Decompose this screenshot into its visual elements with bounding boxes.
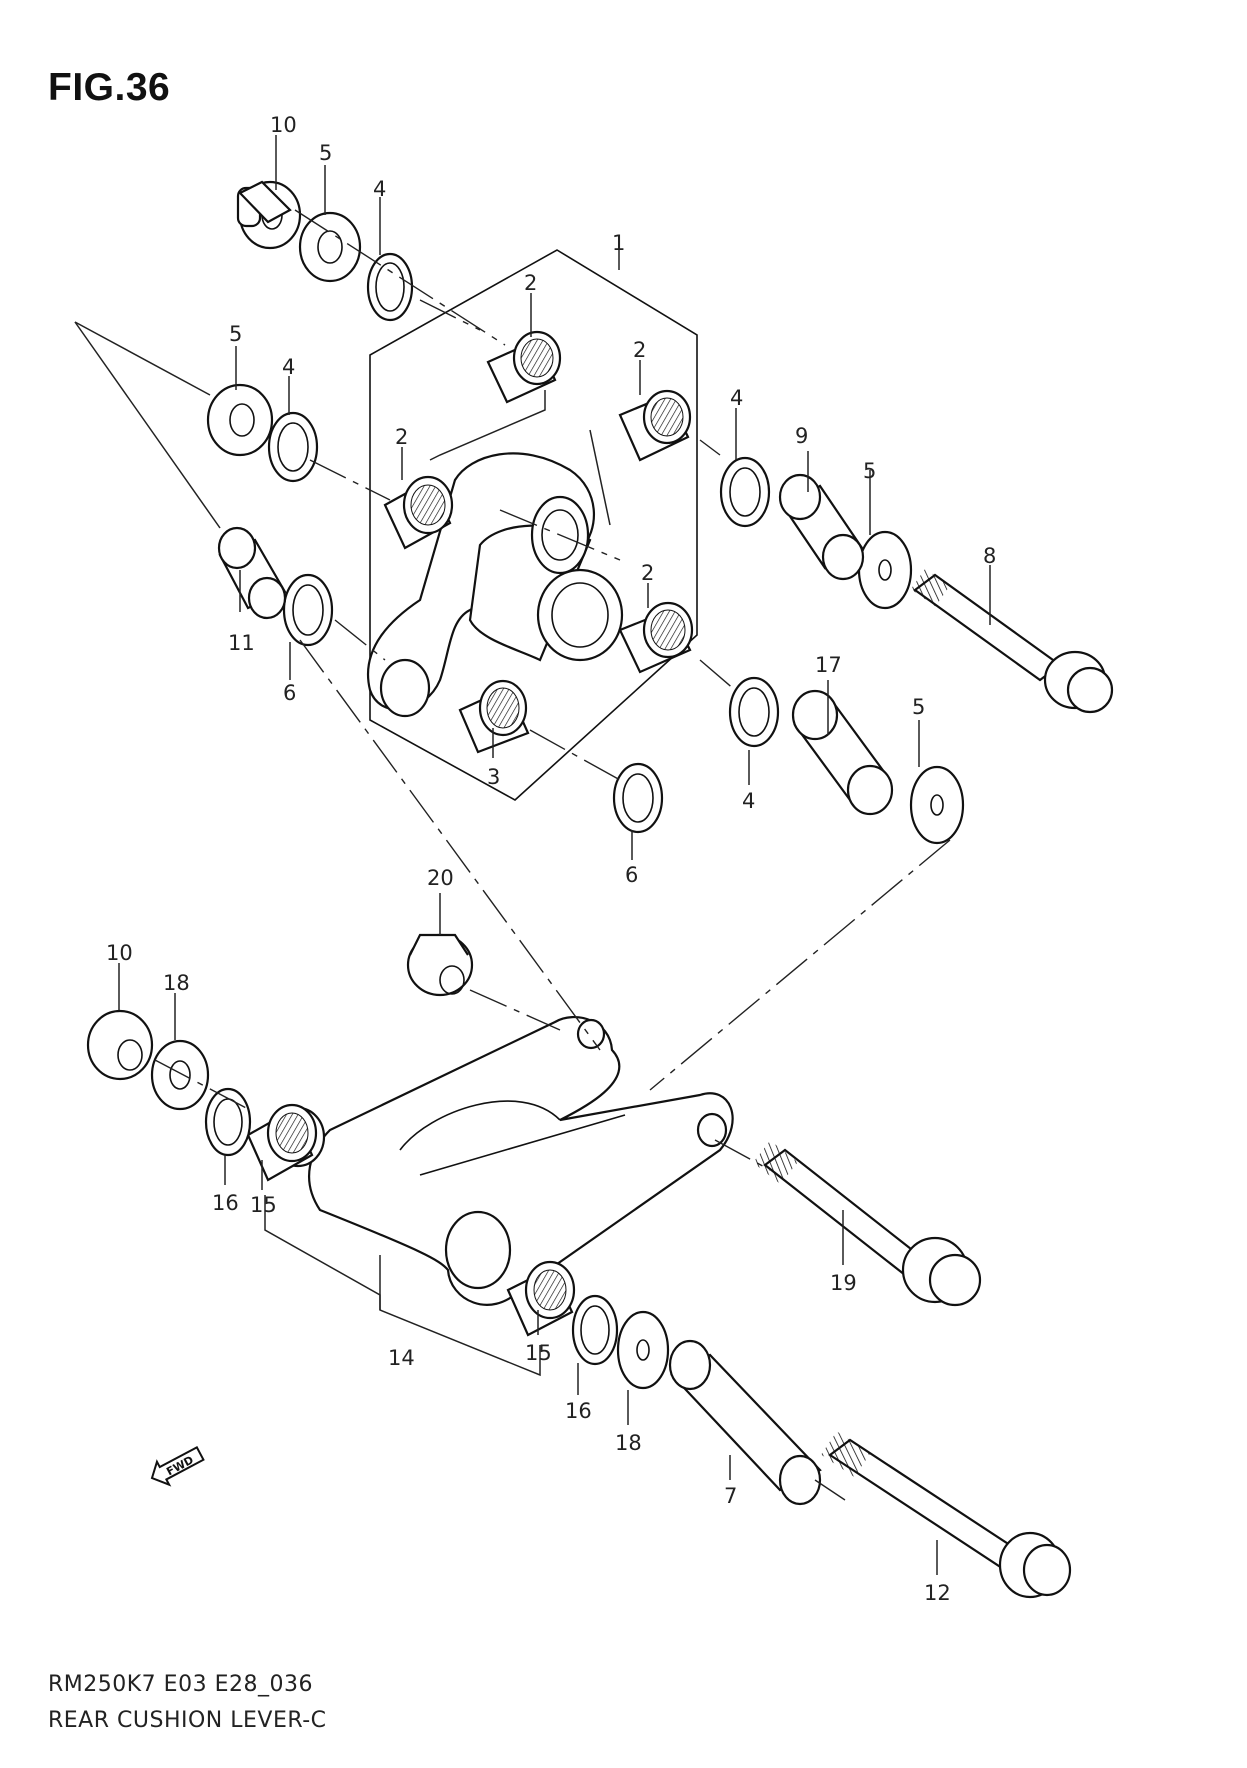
fwd-arrow-icon: FWD [150, 1445, 205, 1487]
callout-4: 4 [742, 789, 755, 813]
bolt-19 [752, 1140, 982, 1307]
cushion-lever-upper [367, 452, 624, 718]
callout-16: 16 [212, 1191, 239, 1215]
figure-title: FIG.36 [48, 66, 171, 109]
figure-code: RM250K7 E03 E28_036 [48, 1672, 313, 1697]
callout-12: 10 [106, 941, 133, 965]
callout-2: 2 [633, 338, 646, 362]
callout-18: 18 [615, 1431, 642, 1455]
bolt-11 [821, 1431, 1072, 1599]
callout-8: 8 [983, 544, 996, 568]
callout-11: 12 [924, 1581, 951, 1605]
callout-7: 7 [724, 1484, 737, 1508]
callout-13: 11 [228, 631, 255, 655]
callout-9: 10 [270, 113, 297, 137]
bolt-8 [910, 568, 1114, 714]
needle-bearing-2-lower [618, 601, 694, 674]
callout-2: 2 [524, 271, 537, 295]
callout-6: 6 [625, 863, 638, 887]
callout-2: 2 [641, 561, 654, 585]
callout-20: 20 [427, 866, 454, 890]
figure-name: REAR CUSHION LEVER-C [48, 1708, 327, 1733]
callout-labels: 10 5 4 1 2 2 5 4 4 9 2 5 2 8 11 6 17 5 3… [106, 113, 996, 1605]
nut-12 [86, 1009, 154, 1081]
callout-15: 15 [525, 1341, 552, 1365]
callout-10: 9 [795, 424, 808, 448]
assembly-axis-lines [154, 209, 951, 1501]
callout-18: 18 [163, 971, 190, 995]
nut-20 [406, 933, 474, 997]
callout-4: 4 [730, 386, 743, 410]
needle-bearing-2-left [383, 475, 454, 550]
callout-2: 2 [395, 425, 408, 449]
collar-10 [778, 473, 865, 581]
callout-14: 14 [388, 1346, 415, 1370]
callout-3: 3 [487, 765, 500, 789]
lower-bearings [246, 1103, 576, 1337]
callout-5: 5 [912, 695, 925, 719]
needle-bearing-2-right [618, 389, 692, 462]
callout-1: 1 [612, 231, 625, 255]
callout-17: 17 [815, 653, 842, 677]
callout-4: 4 [373, 177, 386, 201]
bracket-lines [264, 390, 611, 1377]
callout-4: 4 [282, 355, 295, 379]
collar-17 [791, 689, 894, 816]
callout-15: 15 [250, 1193, 277, 1217]
washers [206, 180, 965, 845]
needle-bearing-2-top [486, 330, 562, 404]
callout-5: 5 [319, 141, 332, 165]
leader-lines [118, 135, 991, 1575]
collar-7 [668, 1339, 822, 1506]
needle-bearing-3 [458, 679, 530, 754]
callout-5: 5 [229, 322, 242, 346]
callout-6: 6 [283, 681, 296, 705]
cushion-rod-14 [308, 1015, 734, 1306]
callout-19: 19 [830, 1271, 857, 1295]
lower-seals-washers [150, 1039, 670, 1390]
lever-group-outline [74, 249, 698, 801]
nut-9 [238, 180, 292, 224]
callout-5: 5 [863, 459, 876, 483]
collar-13 [217, 526, 287, 620]
callout-16: 16 [565, 1399, 592, 1423]
